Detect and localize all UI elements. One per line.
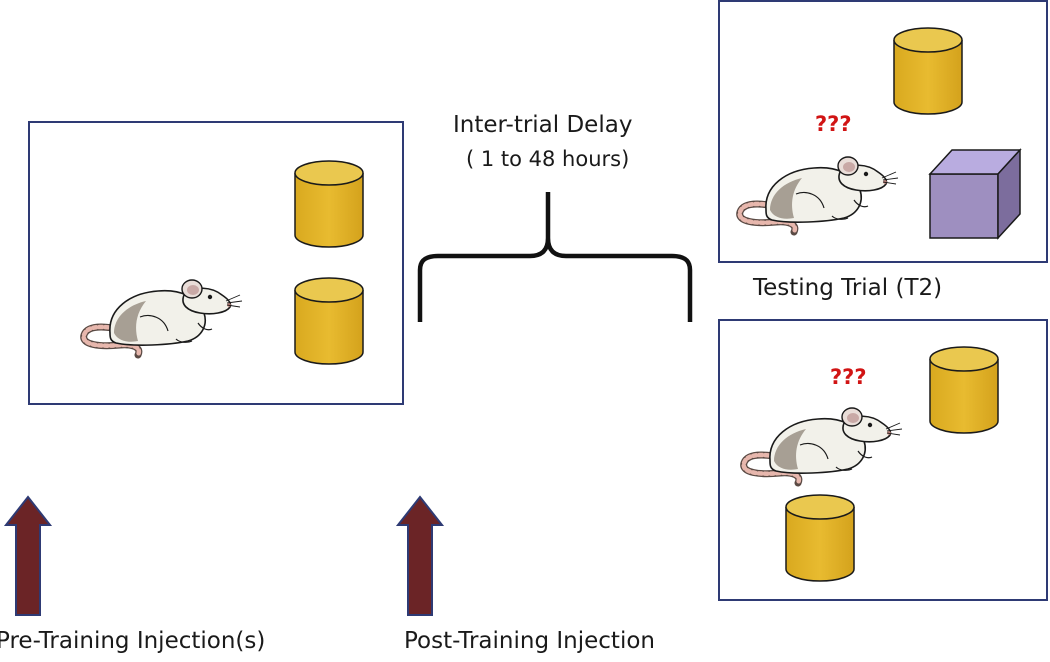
cylinder-icon (294, 160, 364, 248)
delay-title: Inter-trial Delay (453, 112, 633, 138)
arrow-up-icon (5, 496, 51, 616)
arrow-up-icon (397, 496, 443, 616)
testing-trial-label: Testing Trial (T2) (753, 275, 943, 301)
question-marks: ??? (830, 365, 867, 389)
mouse-icon (80, 273, 250, 373)
mouse-icon (736, 150, 906, 250)
cylinder-icon (294, 277, 364, 365)
question-marks: ??? (815, 112, 852, 136)
testing-trial-box-relocated-object: ??? (718, 319, 1048, 601)
post-training-injection-label: Post-Training Injection (404, 628, 655, 654)
cylinder-icon (893, 27, 963, 115)
testing-trial-box-novel-object: ??? (718, 0, 1048, 263)
cube-icon (928, 148, 1022, 240)
training-trial-box (28, 121, 404, 405)
cylinder-icon (785, 494, 855, 582)
pre-training-injection-label: Pre-Training Injection(s) (0, 628, 266, 654)
delay-range: ( 1 to 48 hours) (466, 147, 630, 171)
curly-brace-icon (417, 192, 693, 322)
cylinder-icon (929, 346, 999, 434)
mouse-icon (740, 401, 910, 501)
